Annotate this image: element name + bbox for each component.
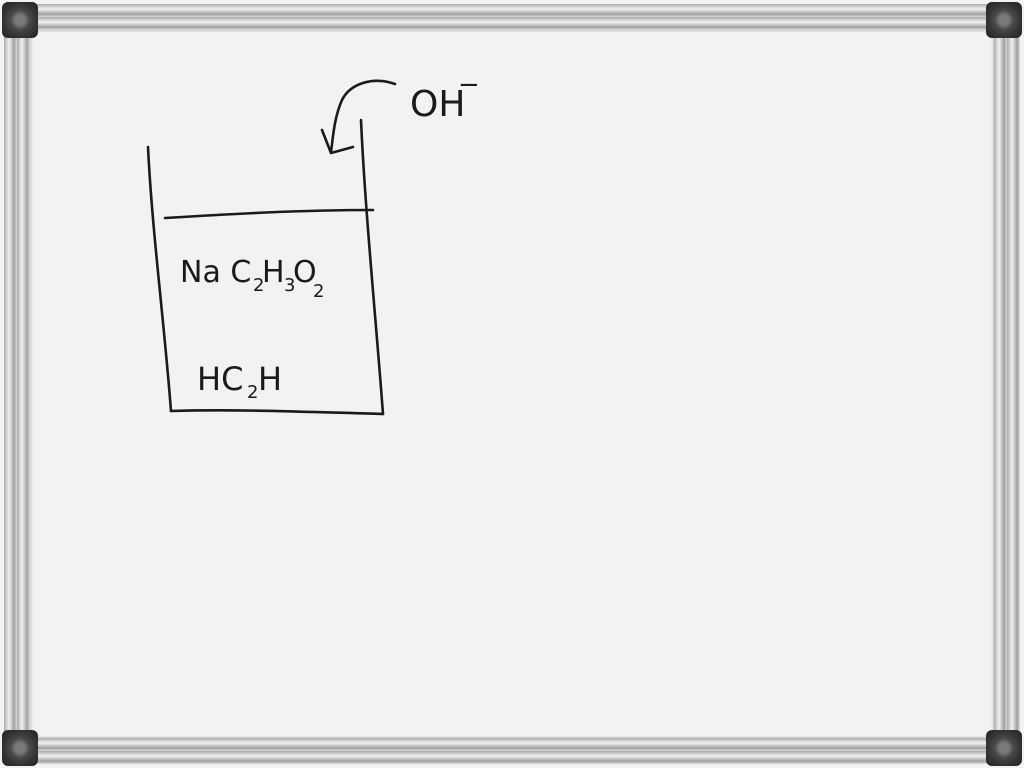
reagent-base: OH (410, 84, 465, 125)
salt-formula-sub-1: 2 (253, 275, 264, 296)
solution-surface-line (163, 208, 375, 220)
salt-formula-sub-3: 2 (313, 281, 324, 302)
beaker-left-wall (146, 145, 173, 413)
acid-formula-sub-1: 2 (247, 382, 258, 403)
acid-formula-suffix: H (258, 360, 282, 398)
corner-cap-bottom-right (986, 730, 1022, 766)
beaker-bottom (169, 409, 385, 416)
frame-bottom (20, 738, 1004, 764)
corner-cap-top-left (2, 2, 38, 38)
corner-cap-bottom-left (2, 730, 38, 766)
addition-arrow-head (320, 128, 355, 155)
frame-left (4, 20, 30, 748)
salt-formula-element-2: H (262, 255, 285, 290)
salt-formula-prefix: Na C (180, 255, 251, 290)
salt-formula: Na C 2 H 3 O 2 (180, 255, 324, 302)
reagent-label: OH − (410, 70, 480, 125)
corner-cap-top-right (986, 2, 1022, 38)
acid-formula-prefix: HC (197, 360, 243, 398)
reagent-charge: − (458, 70, 480, 100)
frame-right (994, 20, 1020, 748)
frame-top (20, 4, 1004, 30)
writing-area (30, 30, 994, 738)
salt-formula-sub-2: 3 (284, 275, 295, 296)
salt-formula-element-3: O (293, 255, 317, 290)
acid-formula: HC 2 H (197, 360, 282, 403)
beaker-right-wall (359, 118, 385, 416)
addition-arrow-shaft (329, 79, 397, 154)
